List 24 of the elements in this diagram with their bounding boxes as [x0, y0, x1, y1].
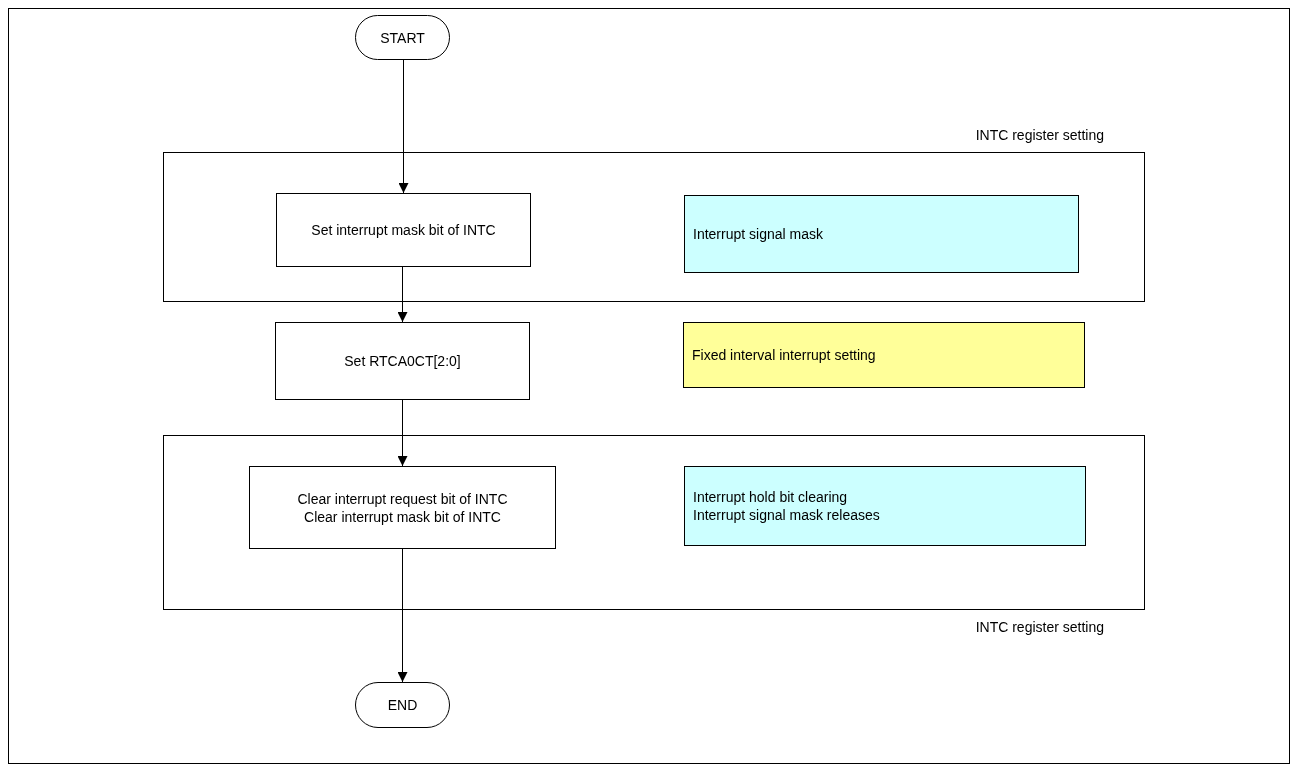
node-text: Interrupt signal mask [693, 226, 823, 242]
node-text: Interrupt signal mask releases [693, 507, 880, 523]
node-text: END [387, 697, 418, 713]
process-box [249, 466, 556, 549]
node-text: Set RTCA0CT[2:0] [344, 353, 461, 369]
group-heading: INTC register setting [975, 619, 1104, 635]
group-heading: INTC register setting [975, 127, 1104, 143]
note-box [684, 195, 1079, 273]
node-text: Set interrupt mask bit of INTC [311, 222, 496, 238]
terminal-box [355, 682, 450, 728]
arrow [398, 59, 409, 194]
process-box [276, 193, 531, 267]
node-text: Interrupt hold bit clearing [693, 489, 848, 505]
terminal-box [355, 15, 450, 60]
note-box [684, 466, 1086, 546]
note-box [683, 322, 1085, 388]
node-text: START [380, 29, 425, 46]
arrow [397, 266, 408, 323]
arrow [397, 548, 408, 683]
arrow [397, 399, 408, 467]
node-text: Fixed interval interrupt setting [692, 347, 876, 363]
node-text: Clear interrupt mask bit of INTC [304, 508, 501, 525]
node-text: Clear interrupt request bit of INTC [297, 490, 508, 507]
process-box [275, 322, 530, 400]
